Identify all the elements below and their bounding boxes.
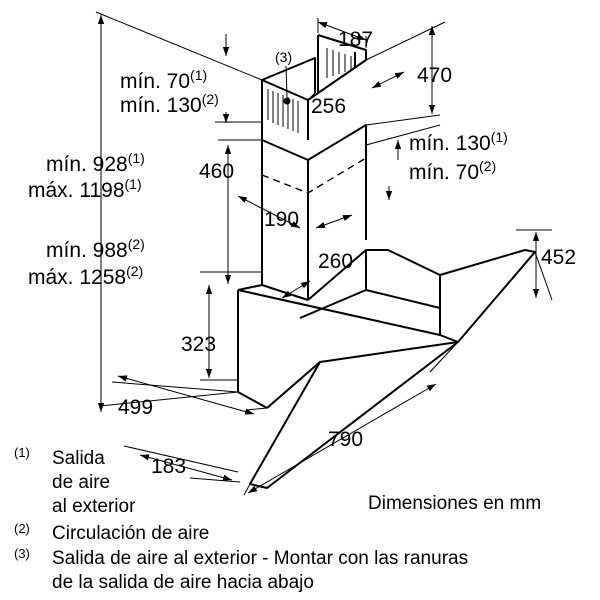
dim-323: 323 bbox=[181, 333, 216, 356]
legend-2-text: Circulación de aire bbox=[52, 523, 209, 544]
legend-1-number: (1) bbox=[14, 445, 30, 460]
slotted-cover bbox=[261, 57, 316, 93]
label-min130-top: mín. 130(2) bbox=[120, 91, 219, 117]
legend-3-number: (3) bbox=[14, 546, 30, 561]
label-min928: mín. 928(1) bbox=[46, 150, 145, 176]
dim-790: 790 bbox=[328, 428, 363, 451]
label-max1258: máx. 1258(2) bbox=[28, 263, 143, 289]
legend: (1) Salida de aire al exterior (2) Circu… bbox=[14, 445, 468, 593]
slot-marker-dot bbox=[283, 97, 291, 105]
dimension-lines bbox=[95, 11, 553, 496]
legend-1-line2: de aire bbox=[52, 472, 110, 493]
clearance-labels: mín. 70(1) mín. 130(2) mín. 130(1) mín. … bbox=[28, 49, 508, 289]
label-min988: mín. 988(2) bbox=[46, 236, 145, 262]
dimension-values: 187 470 256 460 190 260 452 323 499 790 … bbox=[118, 28, 576, 478]
dim-260: 260 bbox=[318, 250, 353, 273]
label-min70-top: mín. 70(1) bbox=[120, 67, 207, 93]
label-min70-right: mín. 70(2) bbox=[409, 158, 496, 184]
hood-outline bbox=[237, 34, 536, 489]
dim-187: 187 bbox=[338, 28, 373, 51]
callout-3: (3) bbox=[275, 49, 292, 65]
legend-3-line1: Salida de aire al exterior - Montar con … bbox=[52, 548, 468, 569]
legend-2-number: (2) bbox=[14, 521, 30, 536]
legend-1-line3: al exterior bbox=[52, 496, 136, 517]
dim-256: 256 bbox=[311, 95, 346, 118]
dim-452: 452 bbox=[541, 246, 576, 269]
dim-460: 460 bbox=[199, 160, 234, 183]
dim-499: 499 bbox=[118, 396, 153, 419]
chimney-overlap-line bbox=[261, 157, 367, 194]
label-min130-right: mín. 130(1) bbox=[409, 129, 508, 155]
hood-body bbox=[237, 249, 536, 489]
legend-1-line1: Salida bbox=[52, 448, 105, 469]
dim-190: 190 bbox=[264, 208, 299, 231]
vent-slots bbox=[267, 48, 352, 133]
dim-470: 470 bbox=[417, 64, 452, 87]
dim-183: 183 bbox=[151, 455, 186, 478]
legend-3-line2: de la salida de aire hacia abajo bbox=[52, 572, 314, 593]
units-note: Dimensiones en mm bbox=[368, 493, 541, 514]
label-max1198: máx. 1198(1) bbox=[28, 176, 142, 202]
